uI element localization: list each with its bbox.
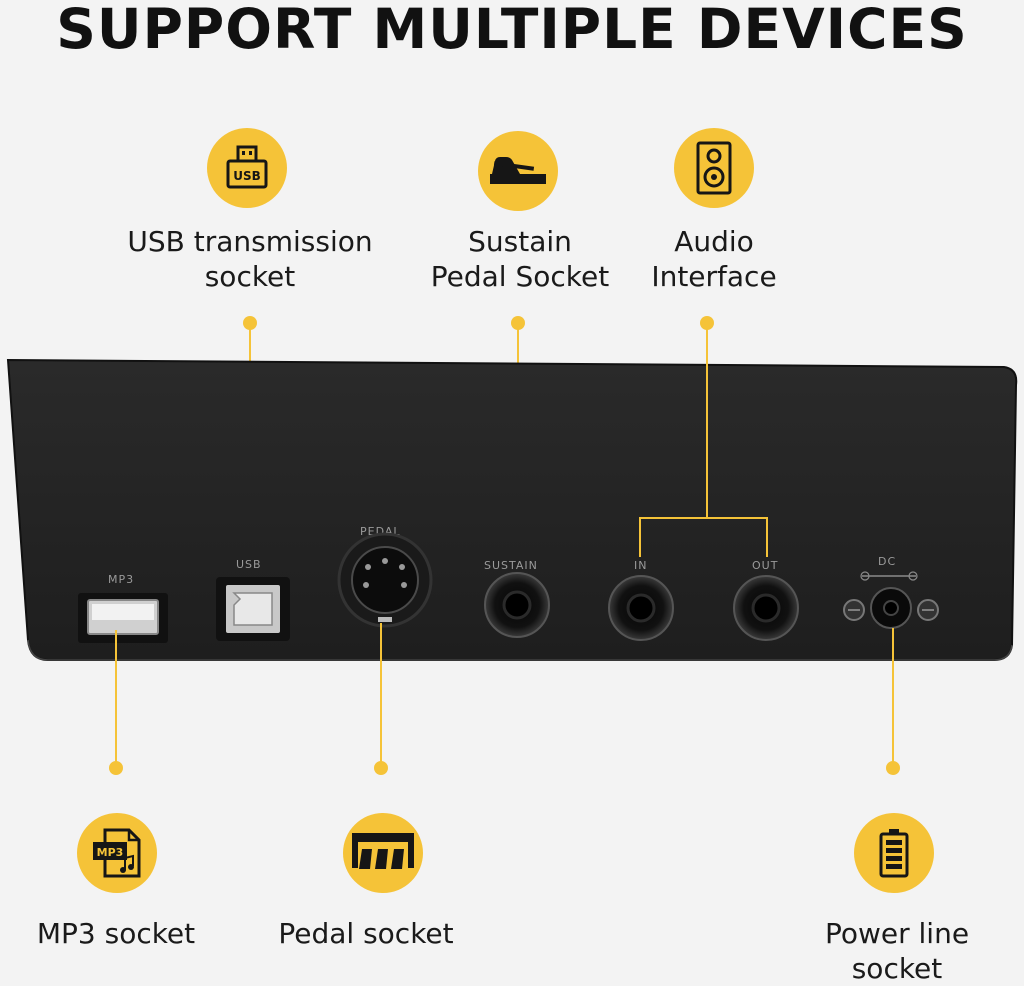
usb-port-label: USB [236, 558, 262, 571]
mp3-connector-line [115, 630, 117, 767]
audio-label-line1: Audio [674, 225, 754, 258]
pedal-socket-label: Pedal socket [256, 916, 476, 951]
mp3-connector-dot [109, 761, 123, 775]
audio-in-bracket-leg [639, 517, 641, 557]
power-connector-dot [886, 761, 900, 775]
power-connector-line [892, 628, 894, 767]
pedal-connector-line [380, 623, 382, 767]
usb-connector-dot [243, 316, 257, 330]
mp3-label-line1: MP3 socket [36, 917, 196, 950]
pedal-label-line1: Pedal socket [278, 917, 454, 950]
speaker-icon [674, 128, 754, 208]
audio-interface-label: Audio Interface [624, 224, 804, 294]
usb-label-line1: USB transmission [127, 225, 373, 258]
keyboard-back-panel: MP3 USB PEDAL SUSTAIN IN OUT DC [6, 358, 1018, 661]
pedal-connector-dot [374, 761, 388, 775]
usb-icon: USB [207, 128, 287, 208]
audio-out-port-label: OUT [752, 559, 778, 572]
sustain-port-label: SUSTAIN [484, 559, 538, 572]
sustain-pedal-label: Sustain Pedal Socket [410, 224, 630, 294]
sustain-connector-dot [511, 316, 525, 330]
usb-icon-text: USB [233, 169, 261, 183]
audio-connector-dot [700, 316, 714, 330]
audio-bracket-line [639, 517, 768, 519]
usb-transmission-label: USB transmission socket [110, 224, 390, 294]
power-label-line1: Power line [824, 917, 970, 950]
audio-out-bracket-leg [766, 517, 768, 557]
power-label-line2: socket [851, 952, 943, 985]
mp3-socket-label: MP3 socket [16, 916, 216, 951]
mp3-file-icon: MP3 [77, 813, 157, 893]
audio-label-line2: Interface [651, 260, 777, 293]
audio-in-port-label: IN [634, 559, 647, 572]
mp3-port-label: MP3 [108, 573, 134, 586]
battery-icon [854, 813, 934, 893]
sustain-label-line1: Sustain [468, 225, 572, 258]
sustain-pedal-icon [478, 131, 558, 211]
usb-label-line2: socket [204, 260, 296, 293]
page-title: SUPPORT MULTIPLE DEVICES [56, 0, 968, 61]
mp3-icon-text: MP3 [97, 846, 124, 859]
dc-port-label: DC [878, 555, 896, 568]
sustain-label-line2: Pedal Socket [430, 260, 610, 293]
audio-connector-line [706, 328, 708, 519]
pedal-unit-icon [343, 813, 423, 893]
power-line-socket-label: Power line socket [800, 916, 994, 986]
